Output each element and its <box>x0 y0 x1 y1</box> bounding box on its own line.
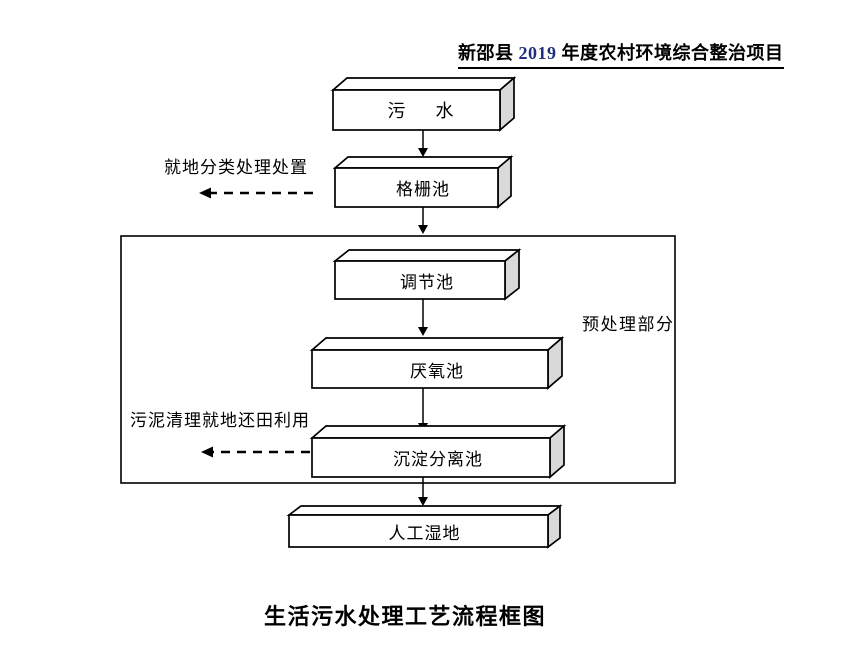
dashed-arrow-onsite-disposal <box>199 187 313 199</box>
box-regulating-pool-shape <box>332 248 522 301</box>
dashed-arrow-sludge-reuse <box>201 446 310 458</box>
annotation-onsite-disposal: 就地分类处理处置 <box>164 158 308 177</box>
arrow-sewage-to-grid <box>418 130 428 157</box>
annotation-pretreatment-section: 预处理部分 <box>582 315 675 334</box>
node-label-anaerobic-pool: 厌氧池 <box>410 361 464 381</box>
node-label-sedimentation-pool: 沉淀分离池 <box>393 450 483 469</box>
node-label-grid-pool: 格栅池 <box>396 180 450 199</box>
node-label-sewage: 污 水 <box>387 101 460 121</box>
header-title-year: 2019 <box>518 43 557 63</box>
arrow-grid-to-regulating <box>418 207 428 234</box>
header-title-prefix: 新邵县 <box>458 43 519 63</box>
box-grid-pool-shape <box>332 155 514 209</box>
diagram-caption: 生活污水处理工艺流程框图 <box>264 604 547 629</box>
pretreatment-boundary-rect <box>120 235 676 484</box>
annotation-sludge-reuse: 污泥清理就地还田利用 <box>130 411 310 430</box>
box-sewage-shape <box>330 76 517 132</box>
box-anaerobic-pool-shape <box>309 336 565 390</box>
box-sedimentation-pool-shape <box>309 424 567 479</box>
node-label-regulating-pool: 调节池 <box>400 272 454 292</box>
arrow-sedimentation-to-wetland <box>418 477 428 506</box>
arrow-regulating-to-anaerobic <box>418 299 428 336</box>
box-constructed-wetland-shape <box>286 504 563 549</box>
node-label-constructed-wetland: 人工湿地 <box>388 523 461 543</box>
document-header-title: 新邵县 2019 年度农村环境综合整治项目 <box>458 39 784 69</box>
header-title-suffix: 年度农村环境综合整治项目 <box>556 43 784 63</box>
